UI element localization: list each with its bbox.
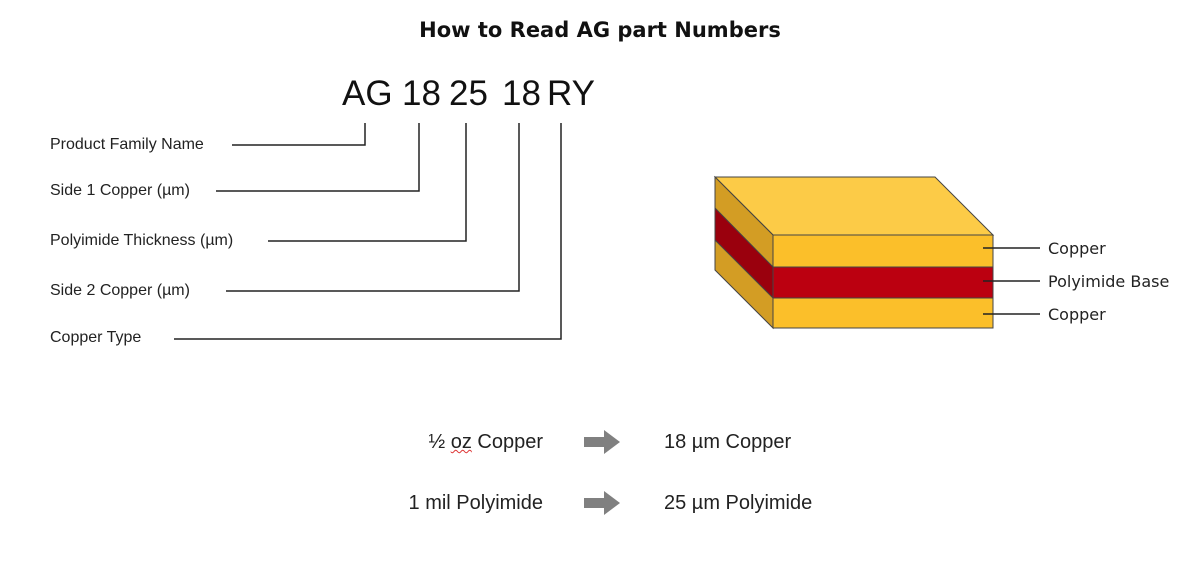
layer-leaders	[983, 247, 1040, 315]
layer-label: Copper	[1048, 239, 1106, 258]
copper-layer-bottom	[772, 297, 994, 329]
copper-layer-top	[772, 234, 994, 268]
leader-line-polyimide	[268, 123, 467, 242]
leader-line-copper-type	[174, 123, 562, 340]
laminate-block	[713, 175, 995, 330]
layer-label: Copper	[1048, 305, 1106, 324]
field-label: Product Family Name	[50, 136, 204, 153]
leader-line-product-family	[232, 123, 366, 146]
field-label: Side 2 Copper (µm)	[50, 282, 190, 299]
pn-family: AG	[342, 74, 393, 113]
conversion-from: 1 mil Polyimide	[408, 492, 543, 514]
field-label: Polyimide Thickness (µm)	[50, 232, 234, 249]
arrows	[584, 430, 620, 515]
pn-side1: 18	[402, 74, 441, 113]
pn-type: RY	[547, 74, 595, 113]
leader-line-side2	[226, 123, 520, 292]
leader-line-side1	[216, 123, 420, 192]
conversion-to: 18 µm Copper	[664, 431, 792, 453]
pn-side2: 18	[502, 74, 541, 113]
conversion-from: ½ oz Copper	[428, 431, 543, 453]
leader-lines	[174, 123, 562, 340]
field-label: Side 1 Copper (µm)	[50, 182, 190, 199]
page-title: How to Read AG part Numbers	[419, 18, 781, 42]
field-label: Copper Type	[50, 329, 142, 346]
pn-polyimide: 25	[449, 74, 488, 113]
layer-label: Polyimide Base	[1048, 272, 1170, 291]
polyimide-layer	[772, 266, 994, 299]
arrow-icon	[584, 491, 620, 515]
conversion-to: 25 µm Polyimide	[664, 492, 813, 514]
arrow-icon	[584, 430, 620, 454]
